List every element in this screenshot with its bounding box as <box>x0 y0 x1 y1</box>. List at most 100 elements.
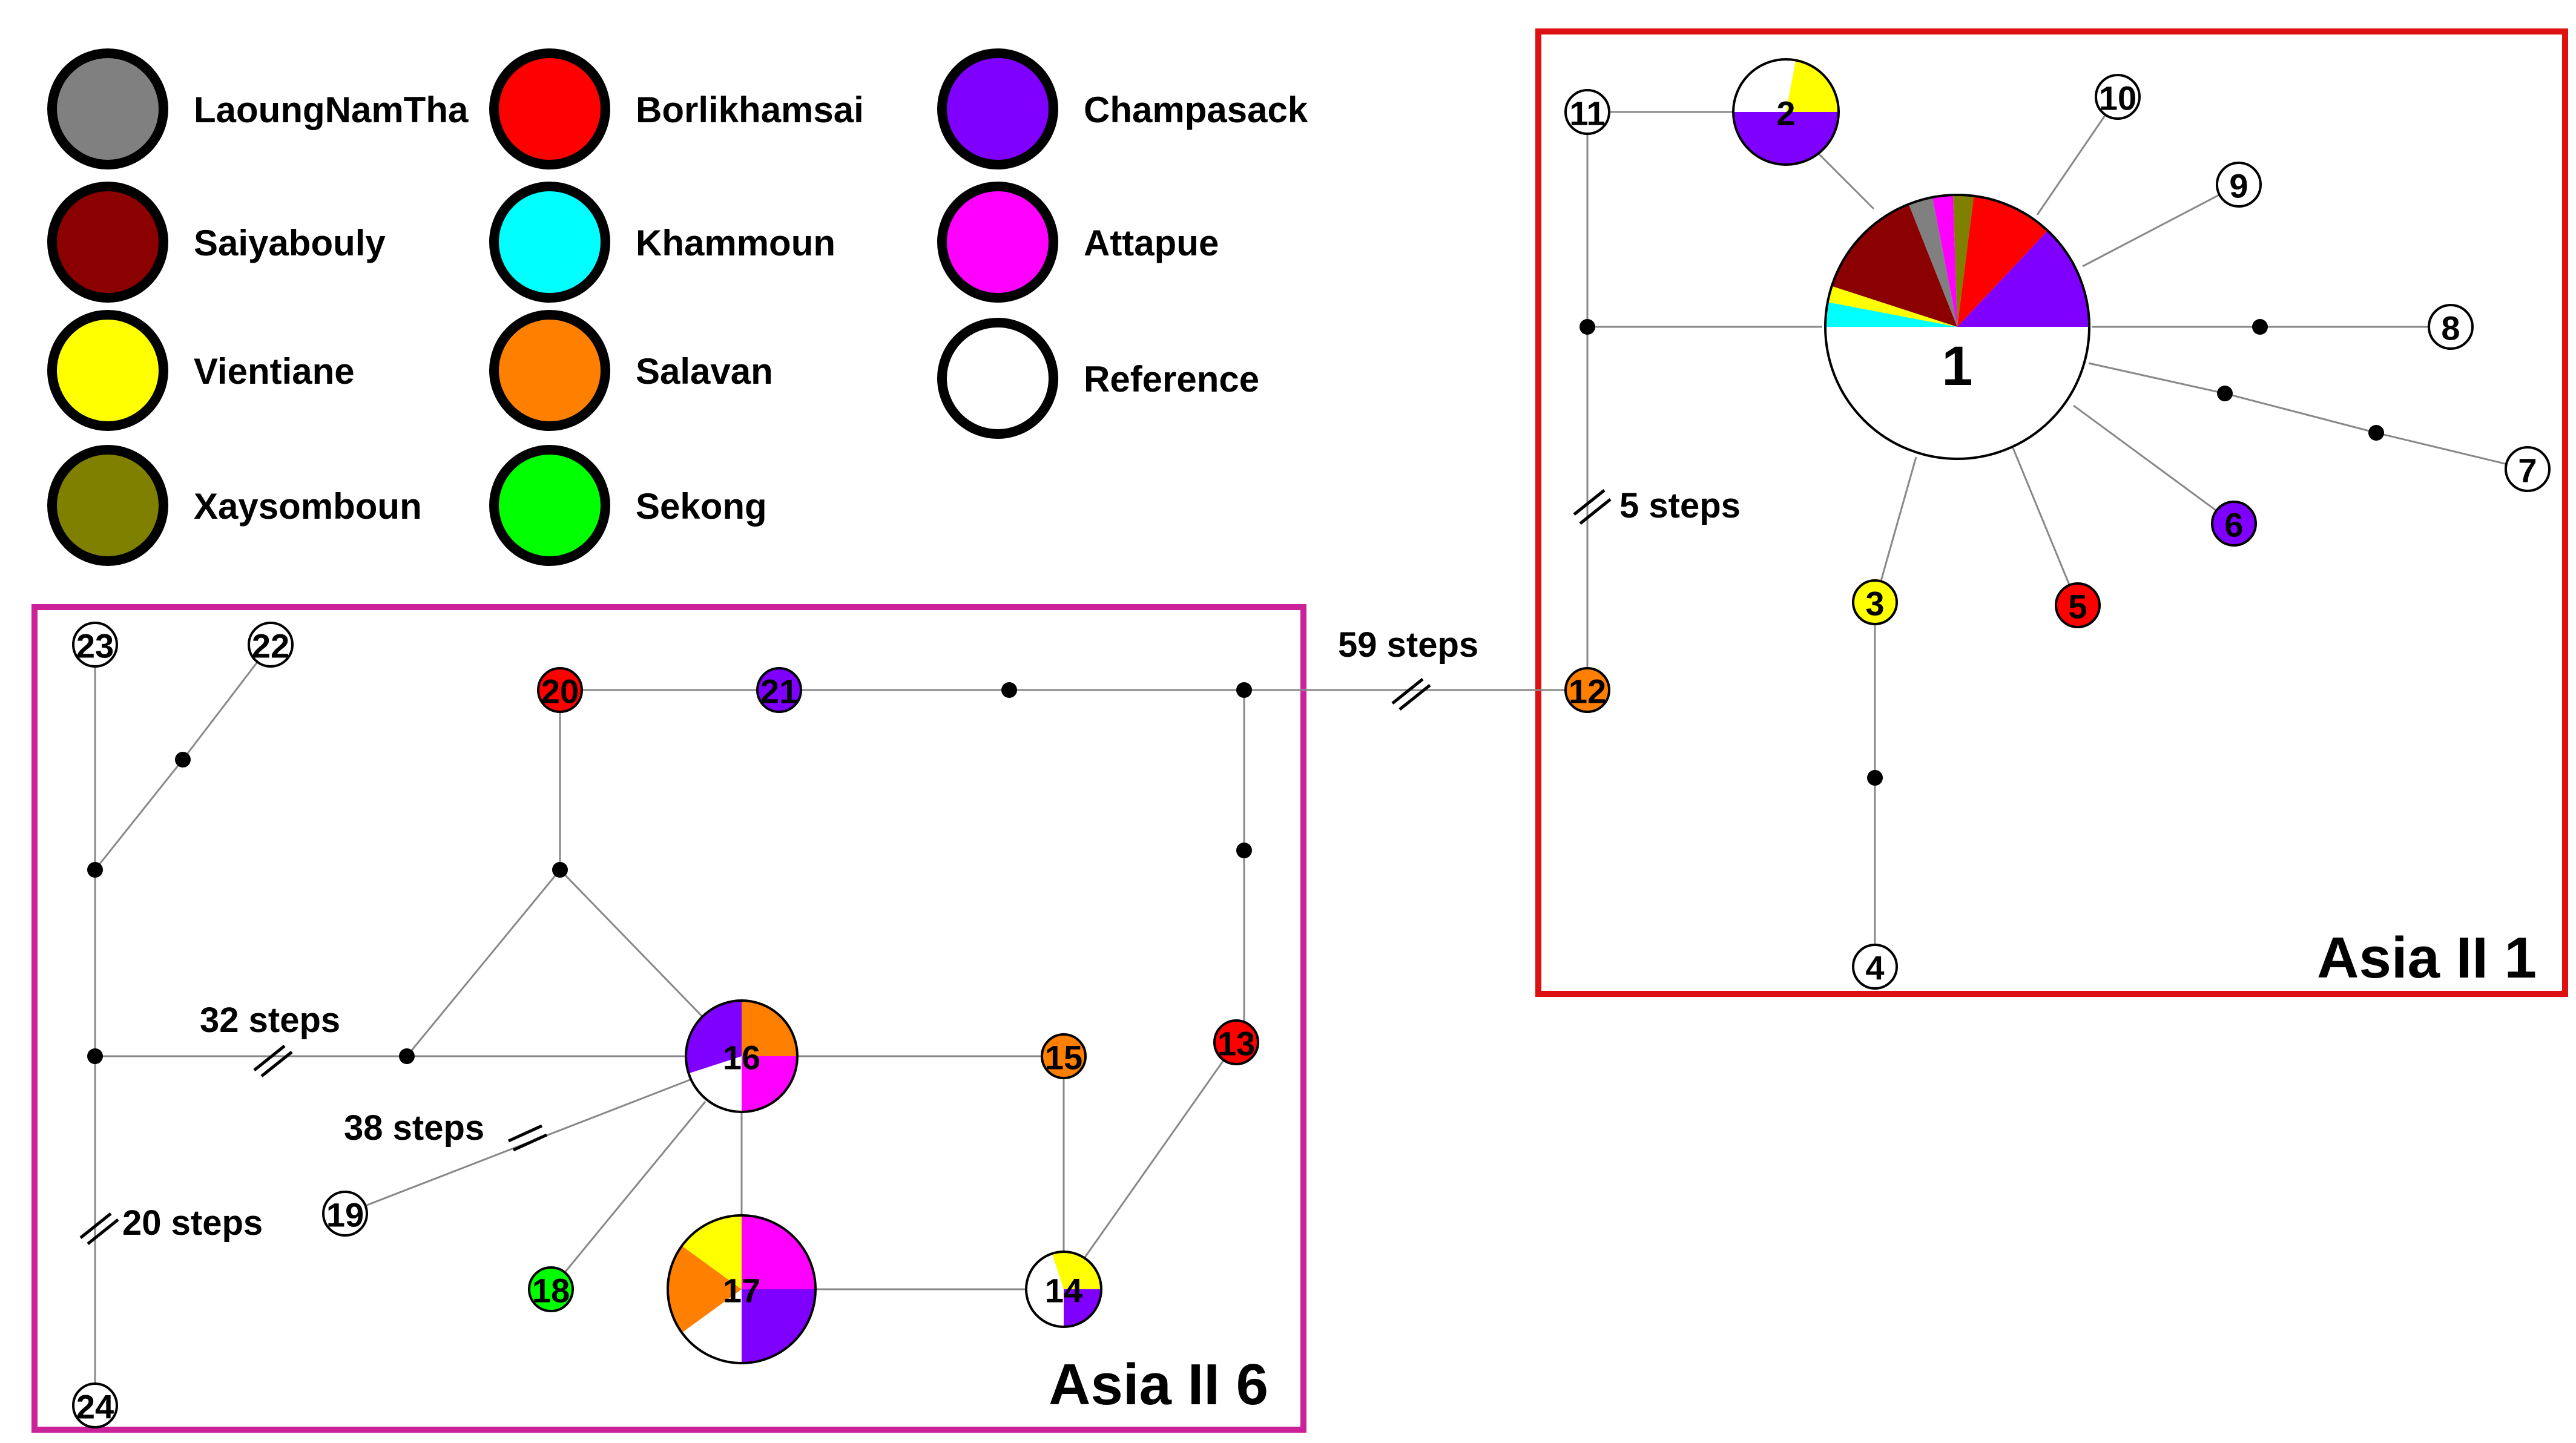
median-vector <box>552 862 568 878</box>
haplotype-6: 6 <box>2211 501 2257 547</box>
haplotype-21-slice-champasack <box>757 668 801 712</box>
haplotype-2-slice-champasack <box>1733 112 1839 165</box>
legend: LaoungNamThaSaiyaboulyVientianeXaysombou… <box>47 48 1308 566</box>
legend-item-reference: Reference <box>937 318 1259 439</box>
edge-node-16a <box>559 869 716 1030</box>
haplotype-3-slice-vientiane <box>1853 580 1897 624</box>
haplotype-22-label: 22 <box>252 627 289 665</box>
legend-item-khammoun: Khammoun <box>489 182 835 303</box>
legend-swatch-borlikhamsai <box>489 48 610 169</box>
median-vector <box>1580 319 1595 335</box>
haplotype-20-label: 20 <box>541 672 579 711</box>
legend-label-vientiane: Vientiane <box>194 351 355 392</box>
haplotype-16-slice-attapue <box>742 1056 797 1112</box>
legend-swatch-reference <box>937 318 1058 439</box>
haplotype-14-slice-champasack <box>1064 1289 1101 1327</box>
haplotype-4-label: 4 <box>1865 949 1884 987</box>
haplotype-15-slice-salavan <box>1042 1034 1085 1078</box>
haplotype-19-slice-reference <box>323 1192 367 1235</box>
haplotype-8: 8 <box>2428 304 2474 350</box>
legend-item-xaysomboun: Xaysomboun <box>47 445 422 566</box>
haplotype-9-label: 9 <box>2229 167 2248 205</box>
haplotype-16-label: 16 <box>723 1039 760 1077</box>
haplotype-5: 5 <box>2055 582 2101 628</box>
haplotype-11-label: 11 <box>1569 94 1605 133</box>
haplotype-22: 22 <box>248 622 294 668</box>
haplotype-17-label: 17 <box>723 1272 760 1310</box>
haplotype-10-slice-reference <box>2096 75 2140 119</box>
haplotype-14-label: 14 <box>1045 1272 1082 1310</box>
haplotype-24-outline <box>72 1382 118 1428</box>
haplotype-1-slice-reference <box>1825 327 2089 459</box>
edge-1-7 <box>2088 362 2528 470</box>
haplotype-12-slice-salavan <box>1566 668 1609 712</box>
haplotype-20: 20 <box>537 667 583 713</box>
haplotype-17-slice-vientiane <box>682 1215 742 1289</box>
haplotype-16-slice-reference <box>688 1056 742 1112</box>
haplotype-1: 1 <box>1824 194 2090 460</box>
group-label-asia-ii-1: Asia II 1 <box>2317 925 2537 990</box>
haplotype-15-outline <box>1041 1033 1087 1079</box>
legend-label-xaysomboun: Xaysomboun <box>194 486 422 527</box>
haplotype-8-label: 8 <box>2441 309 2460 347</box>
haplotype-8-slice-reference <box>2429 305 2472 349</box>
legend-swatch-khammoun <box>489 182 610 303</box>
haplotype-19-outline <box>322 1191 368 1237</box>
haplotype-12-outline <box>1564 667 1610 713</box>
haplotype-3: 3 <box>1852 579 1898 625</box>
haplotype-17-slice-attapue <box>742 1215 815 1289</box>
legend-label-saiyabouly: Saiyabouly <box>194 223 386 263</box>
legend-swatch-attapue <box>937 182 1058 303</box>
edge-1-10 <box>2036 96 2119 215</box>
median-vector <box>87 862 103 878</box>
haplotype-14-slice-vientiane <box>1052 1252 1101 1289</box>
haplotype-7-slice-reference <box>2506 447 2549 491</box>
haplotype-14: 14 <box>1025 1251 1102 1328</box>
edge-1-9 <box>2082 183 2239 268</box>
haplotype-17-slice-salavan <box>668 1246 742 1333</box>
haplotype-19: 19 <box>322 1191 368 1237</box>
haplotype-6-slice-champasack <box>2212 502 2256 545</box>
haplotype-7-label: 7 <box>2518 452 2537 490</box>
legend-label-laoungnamtha: LaoungNamTha <box>194 90 469 130</box>
haplotype-11: 11 <box>1564 89 1610 135</box>
haplotype-14-outline <box>1025 1251 1102 1328</box>
haplotype-20-outline <box>537 667 583 713</box>
haplotype-5-outline <box>2055 582 2101 628</box>
edge-1-2 <box>1809 144 1875 210</box>
network-edges <box>94 96 2528 1405</box>
step-label-59-steps: 59 steps <box>1338 625 1478 665</box>
legend-swatch-salavan <box>489 310 610 431</box>
haplotype-10: 10 <box>2095 74 2141 120</box>
group-label-asia-ii-6: Asia II 6 <box>1049 1352 1268 1417</box>
haplotype-4: 4 <box>1852 944 1898 990</box>
legend-label-salavan: Salavan <box>636 351 773 392</box>
haplotype-21: 21 <box>756 667 802 713</box>
haplotype-10-outline <box>2095 74 2141 120</box>
median-vector <box>2368 425 2384 441</box>
edge-1-5 <box>2012 447 2079 606</box>
median-vector <box>1236 682 1252 698</box>
haplotype-13-slice-borlikhamsai <box>1214 1021 1258 1064</box>
haplotype-16-outline <box>685 999 799 1113</box>
legend-swatch-sekong <box>489 445 610 566</box>
haplotype-13-label: 13 <box>1217 1025 1255 1063</box>
group-box-asia-ii-1 <box>1535 28 2568 997</box>
haplotype-24-label: 24 <box>76 1388 114 1426</box>
median-vector <box>1236 843 1252 858</box>
median-vector <box>1001 682 1017 698</box>
legend-item-laoungnamtha: LaoungNamTha <box>47 48 469 169</box>
median-vector <box>2217 386 2233 401</box>
haplotype-17-slice-champasack <box>742 1289 815 1363</box>
median-vector <box>1867 770 1883 786</box>
edge-16-18 <box>550 1101 707 1290</box>
edge-1-6 <box>2073 404 2235 525</box>
legend-label-borlikhamsai: Borlikhamsai <box>636 90 864 130</box>
haplotype-2-outline <box>1732 58 1840 166</box>
haplotype-1-slice-attapue <box>1932 195 1957 327</box>
haplotype-23-outline <box>72 622 118 668</box>
haplotype-17: 17 <box>667 1214 817 1364</box>
haplotype-9-slice-reference <box>2217 163 2261 206</box>
haplotype-1-slice-laoungnamtha <box>1908 197 1957 327</box>
